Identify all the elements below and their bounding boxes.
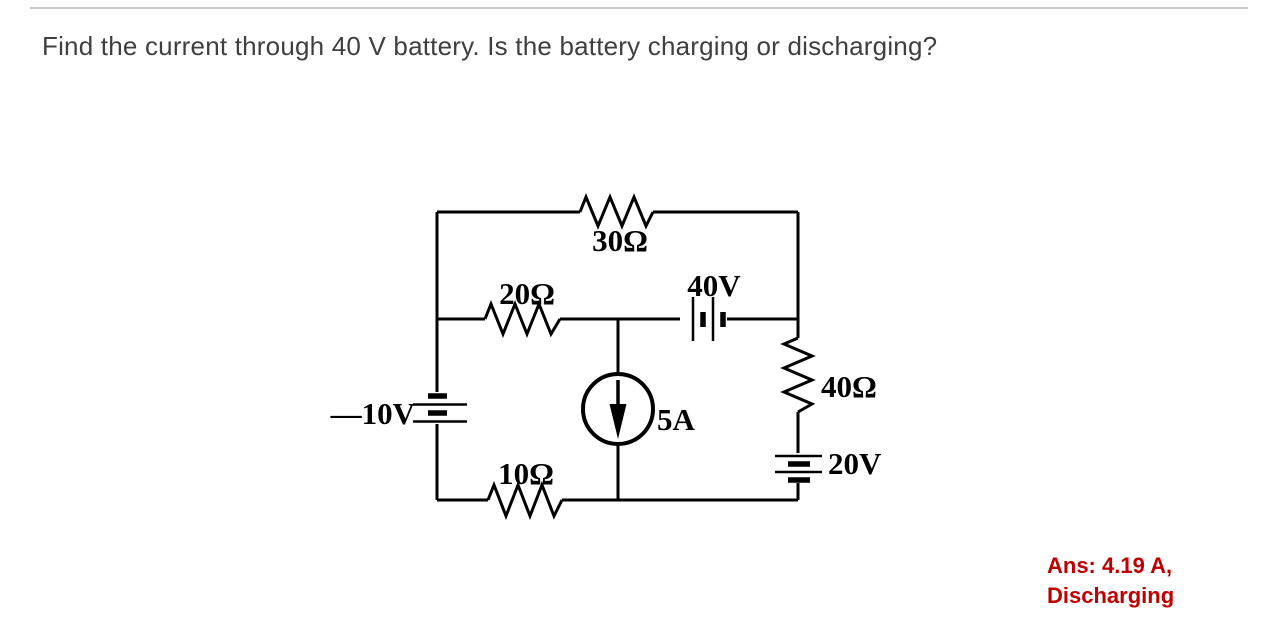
current-source-5a-label: 5A	[657, 402, 696, 437]
battery-10v: —10V	[330, 393, 467, 431]
top-divider	[30, 7, 1248, 9]
resistor-zigzag-icon	[780, 336, 816, 414]
resistor-10ohm-label: 10Ω	[498, 456, 554, 491]
battery-40v: 40V	[687, 268, 741, 341]
current-arrow-head-icon	[609, 404, 627, 439]
question-title: Find the current through 40 V battery. I…	[42, 31, 938, 61]
resistor-zigzag-icon	[486, 480, 564, 521]
answer-line-2: Discharging	[1047, 583, 1175, 608]
resistor-30ohm-label: 30Ω	[592, 223, 648, 258]
circuit-wires	[435, 210, 800, 502]
resistor-20ohm: 20Ω	[483, 276, 562, 339]
resistor-10ohm: 10Ω	[486, 456, 564, 521]
resistor-40ohm: 40Ω	[780, 336, 877, 414]
current-source-5a: 5A	[581, 372, 696, 446]
battery-10v-label: —10V	[330, 396, 416, 431]
answer-line-1: Ans: 4.19 A,	[1047, 553, 1173, 578]
battery-20v-label: 20V	[828, 446, 882, 481]
resistor-20ohm-label: 20Ω	[499, 276, 555, 311]
answer-text: Ans: 4.19 A, Discharging	[1047, 551, 1174, 611]
battery-40v-label: 40V	[687, 268, 741, 303]
resistor-30ohm: 30Ω	[578, 193, 655, 258]
resistor-40ohm-label: 40Ω	[821, 369, 877, 404]
resistor-zigzag-icon	[578, 193, 655, 230]
current-source-circle-icon	[581, 372, 655, 446]
battery-20v: 20V	[775, 446, 882, 483]
resistor-zigzag-icon	[483, 299, 562, 339]
